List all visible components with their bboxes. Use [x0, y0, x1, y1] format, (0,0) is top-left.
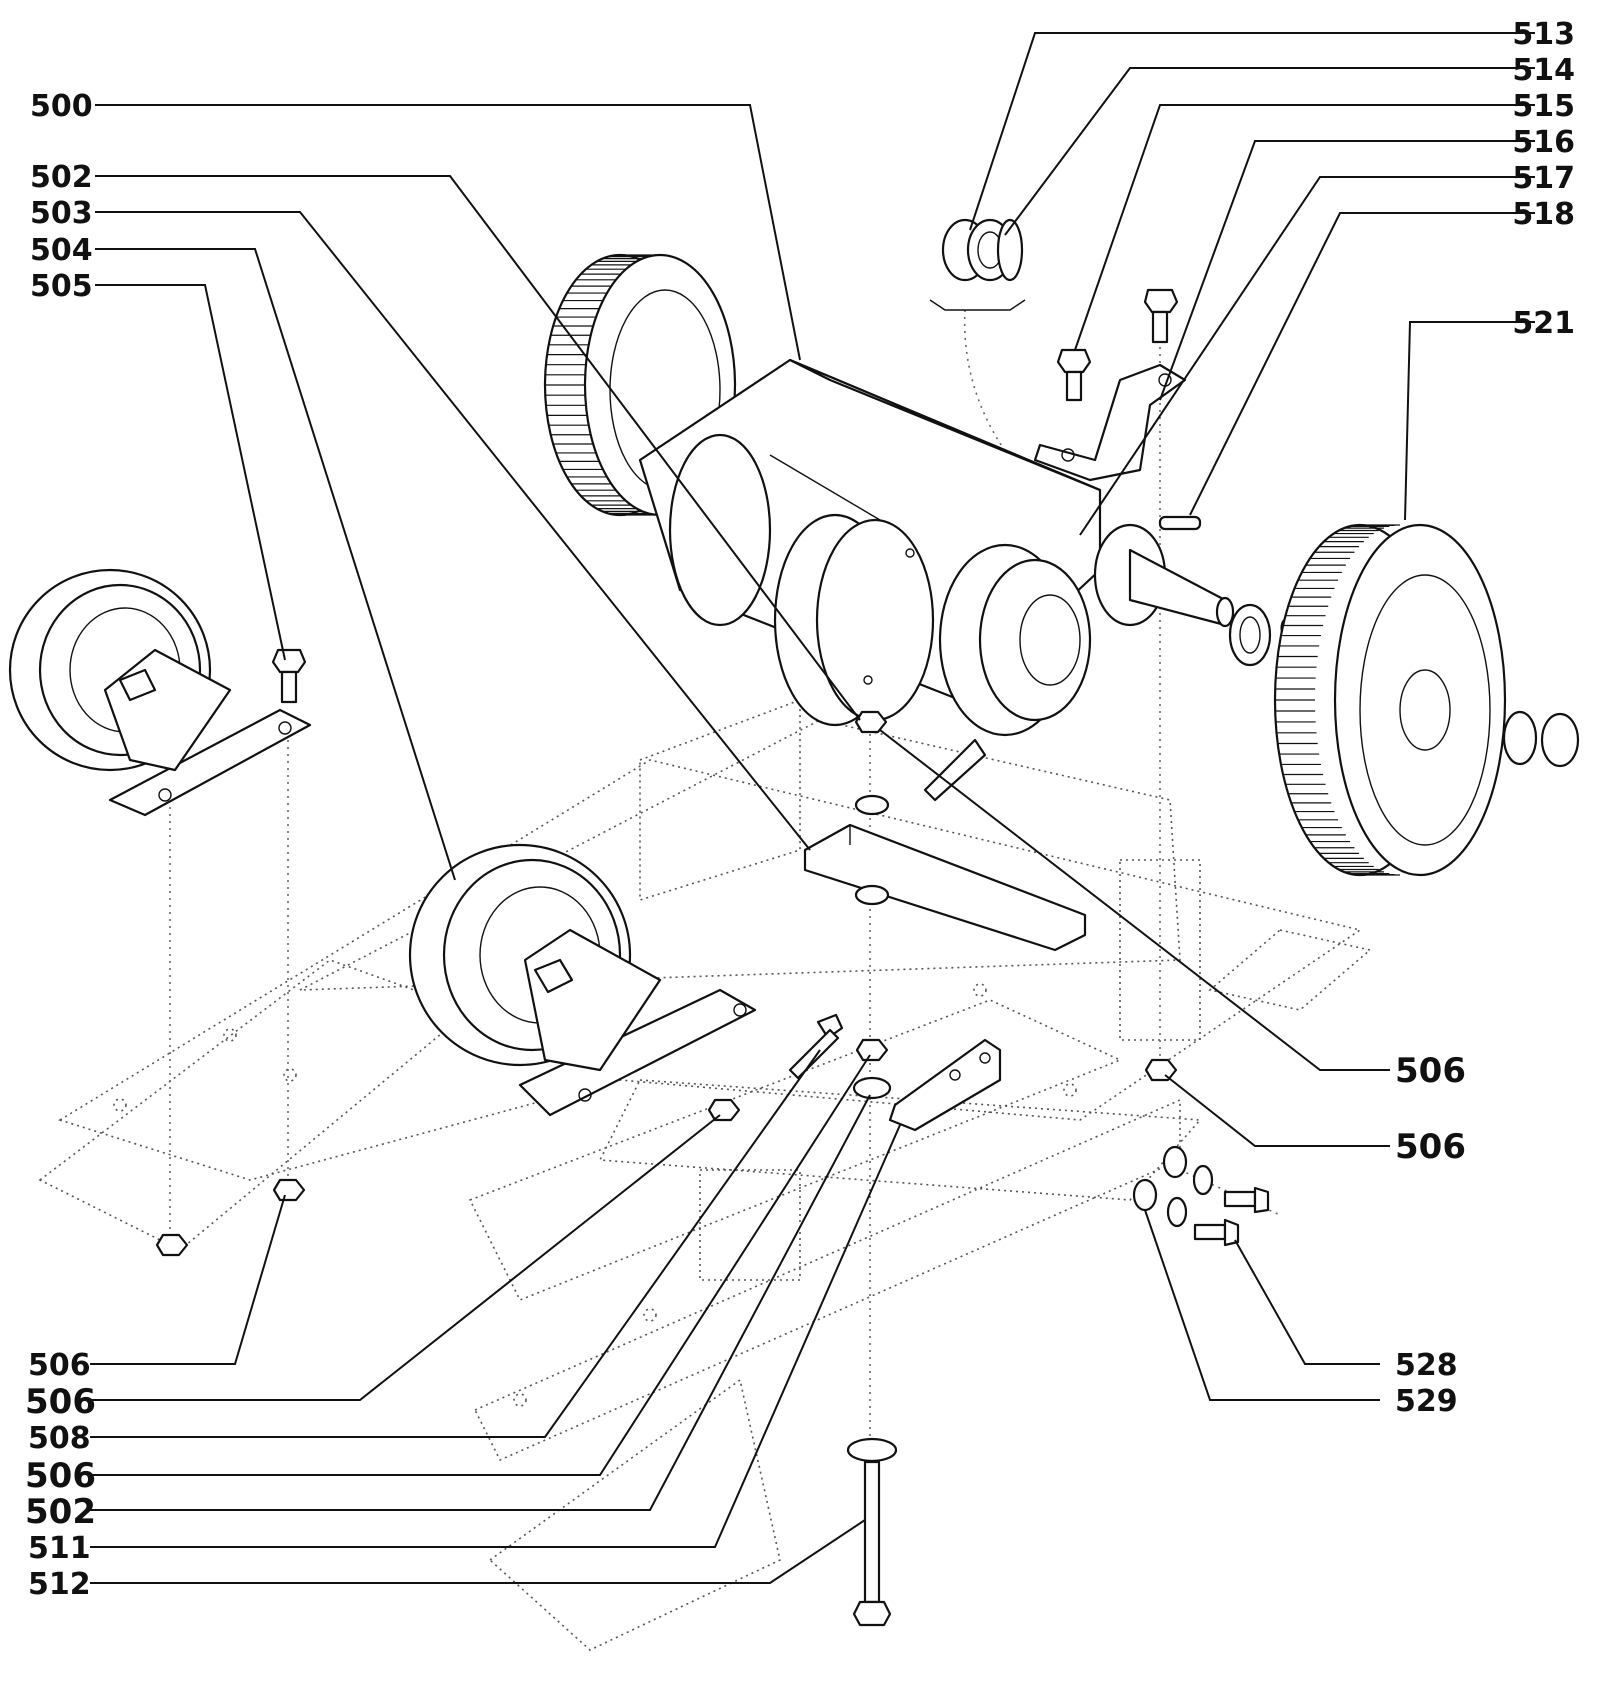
callout-512: 512	[28, 1567, 91, 1602]
callout-511: 511	[28, 1531, 91, 1566]
drive-wheel-right-521	[1273, 523, 1507, 877]
callout-502-bottom: 502	[25, 1492, 96, 1532]
leader-lines	[90, 32, 1535, 1584]
callout-labels: 513 514 515 516 517 518 521 500 502 503 …	[25, 17, 1575, 1602]
bolt-505	[271, 648, 307, 704]
callout-517: 517	[1512, 161, 1575, 196]
nut-506-right	[1144, 1058, 1178, 1082]
bolt-528-b	[1193, 1218, 1240, 1247]
washer-529-b	[1132, 1178, 1158, 1212]
axle-shaft	[1093, 523, 1235, 628]
callout-514: 514	[1512, 53, 1575, 88]
washer-axle	[1228, 603, 1272, 667]
nut-506-left-b	[155, 1233, 189, 1257]
callout-513: 513	[1512, 17, 1575, 52]
chassis-frame-ghost	[38, 698, 1372, 1651]
callout-518: 518	[1512, 197, 1575, 232]
callout-516: 516	[1512, 125, 1575, 160]
caster-wheel-front	[408, 843, 757, 1117]
nut-506-mid	[855, 1038, 889, 1062]
flat-bar-503	[803, 823, 1087, 952]
bolt-515	[1056, 348, 1092, 402]
brake-assembly	[923, 543, 1092, 802]
washer-512	[846, 1437, 898, 1463]
bolt-528-a	[1223, 1186, 1270, 1214]
callout-506-left-b: 506	[25, 1382, 96, 1422]
nut-506-center	[707, 1098, 741, 1122]
callout-506-left-a: 506	[28, 1348, 91, 1383]
callout-528: 528	[1395, 1348, 1458, 1383]
hub-washer-nut	[1502, 710, 1580, 768]
callout-506-left-c: 506	[25, 1456, 96, 1496]
callout-506-right-b: 506	[1395, 1127, 1466, 1167]
lock-washer-a	[1192, 1164, 1214, 1196]
clamp-bracket-516	[1033, 363, 1187, 482]
callout-504: 504	[30, 233, 93, 268]
bracket-511	[888, 1038, 1002, 1132]
washer-502-top	[854, 794, 890, 816]
key-518	[1158, 515, 1202, 531]
caster-wheel-left	[8, 568, 312, 817]
bolt-508	[788, 1013, 844, 1080]
callout-505: 505	[30, 269, 93, 304]
washer-mid	[854, 884, 890, 906]
callout-521: 521	[1512, 306, 1575, 341]
bolt-upper	[1143, 288, 1179, 344]
seal-514	[996, 218, 1024, 282]
callout-515: 515	[1512, 89, 1575, 124]
bearing-bracket-mark	[929, 299, 1026, 311]
washer-529-a	[1162, 1145, 1188, 1179]
nut-506-top	[854, 710, 888, 734]
callout-529: 529	[1395, 1384, 1458, 1419]
callout-503: 503	[30, 196, 93, 231]
callout-506-right-a: 506	[1395, 1051, 1466, 1091]
bolt-512	[852, 1460, 892, 1627]
callout-502-top: 502	[30, 160, 93, 195]
nut-506-left-a	[272, 1178, 306, 1202]
lock-washer-b	[1166, 1196, 1188, 1228]
callout-500: 500	[30, 89, 93, 124]
washer-502-low	[852, 1076, 892, 1100]
callout-508: 508	[28, 1421, 91, 1456]
